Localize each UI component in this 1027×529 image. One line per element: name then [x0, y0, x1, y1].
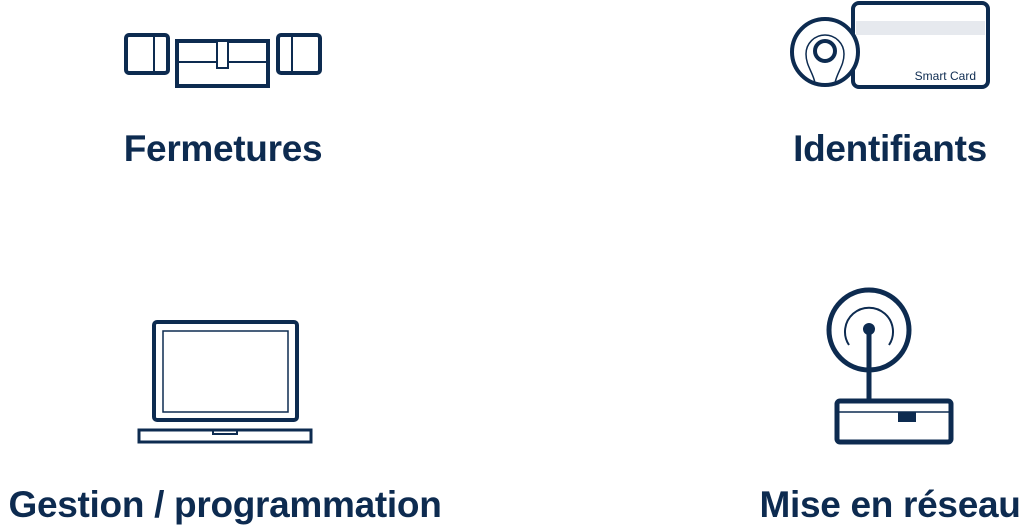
category-gestion-programmation[interactable]: Gestion / programmation [8, 484, 442, 525]
category-mise-en-reseau[interactable]: Mise en réseau [759, 484, 1021, 525]
smart-card-icon: Smart Card [790, 1, 990, 89]
lock-cylinder-icon [124, 33, 322, 88]
category-identifiants[interactable]: Identifiants [793, 128, 987, 169]
router-icon [826, 287, 954, 445]
laptop-icon [137, 320, 313, 444]
card-text: Smart Card [915, 69, 976, 83]
category-fermetures[interactable]: Fermetures [123, 128, 323, 169]
